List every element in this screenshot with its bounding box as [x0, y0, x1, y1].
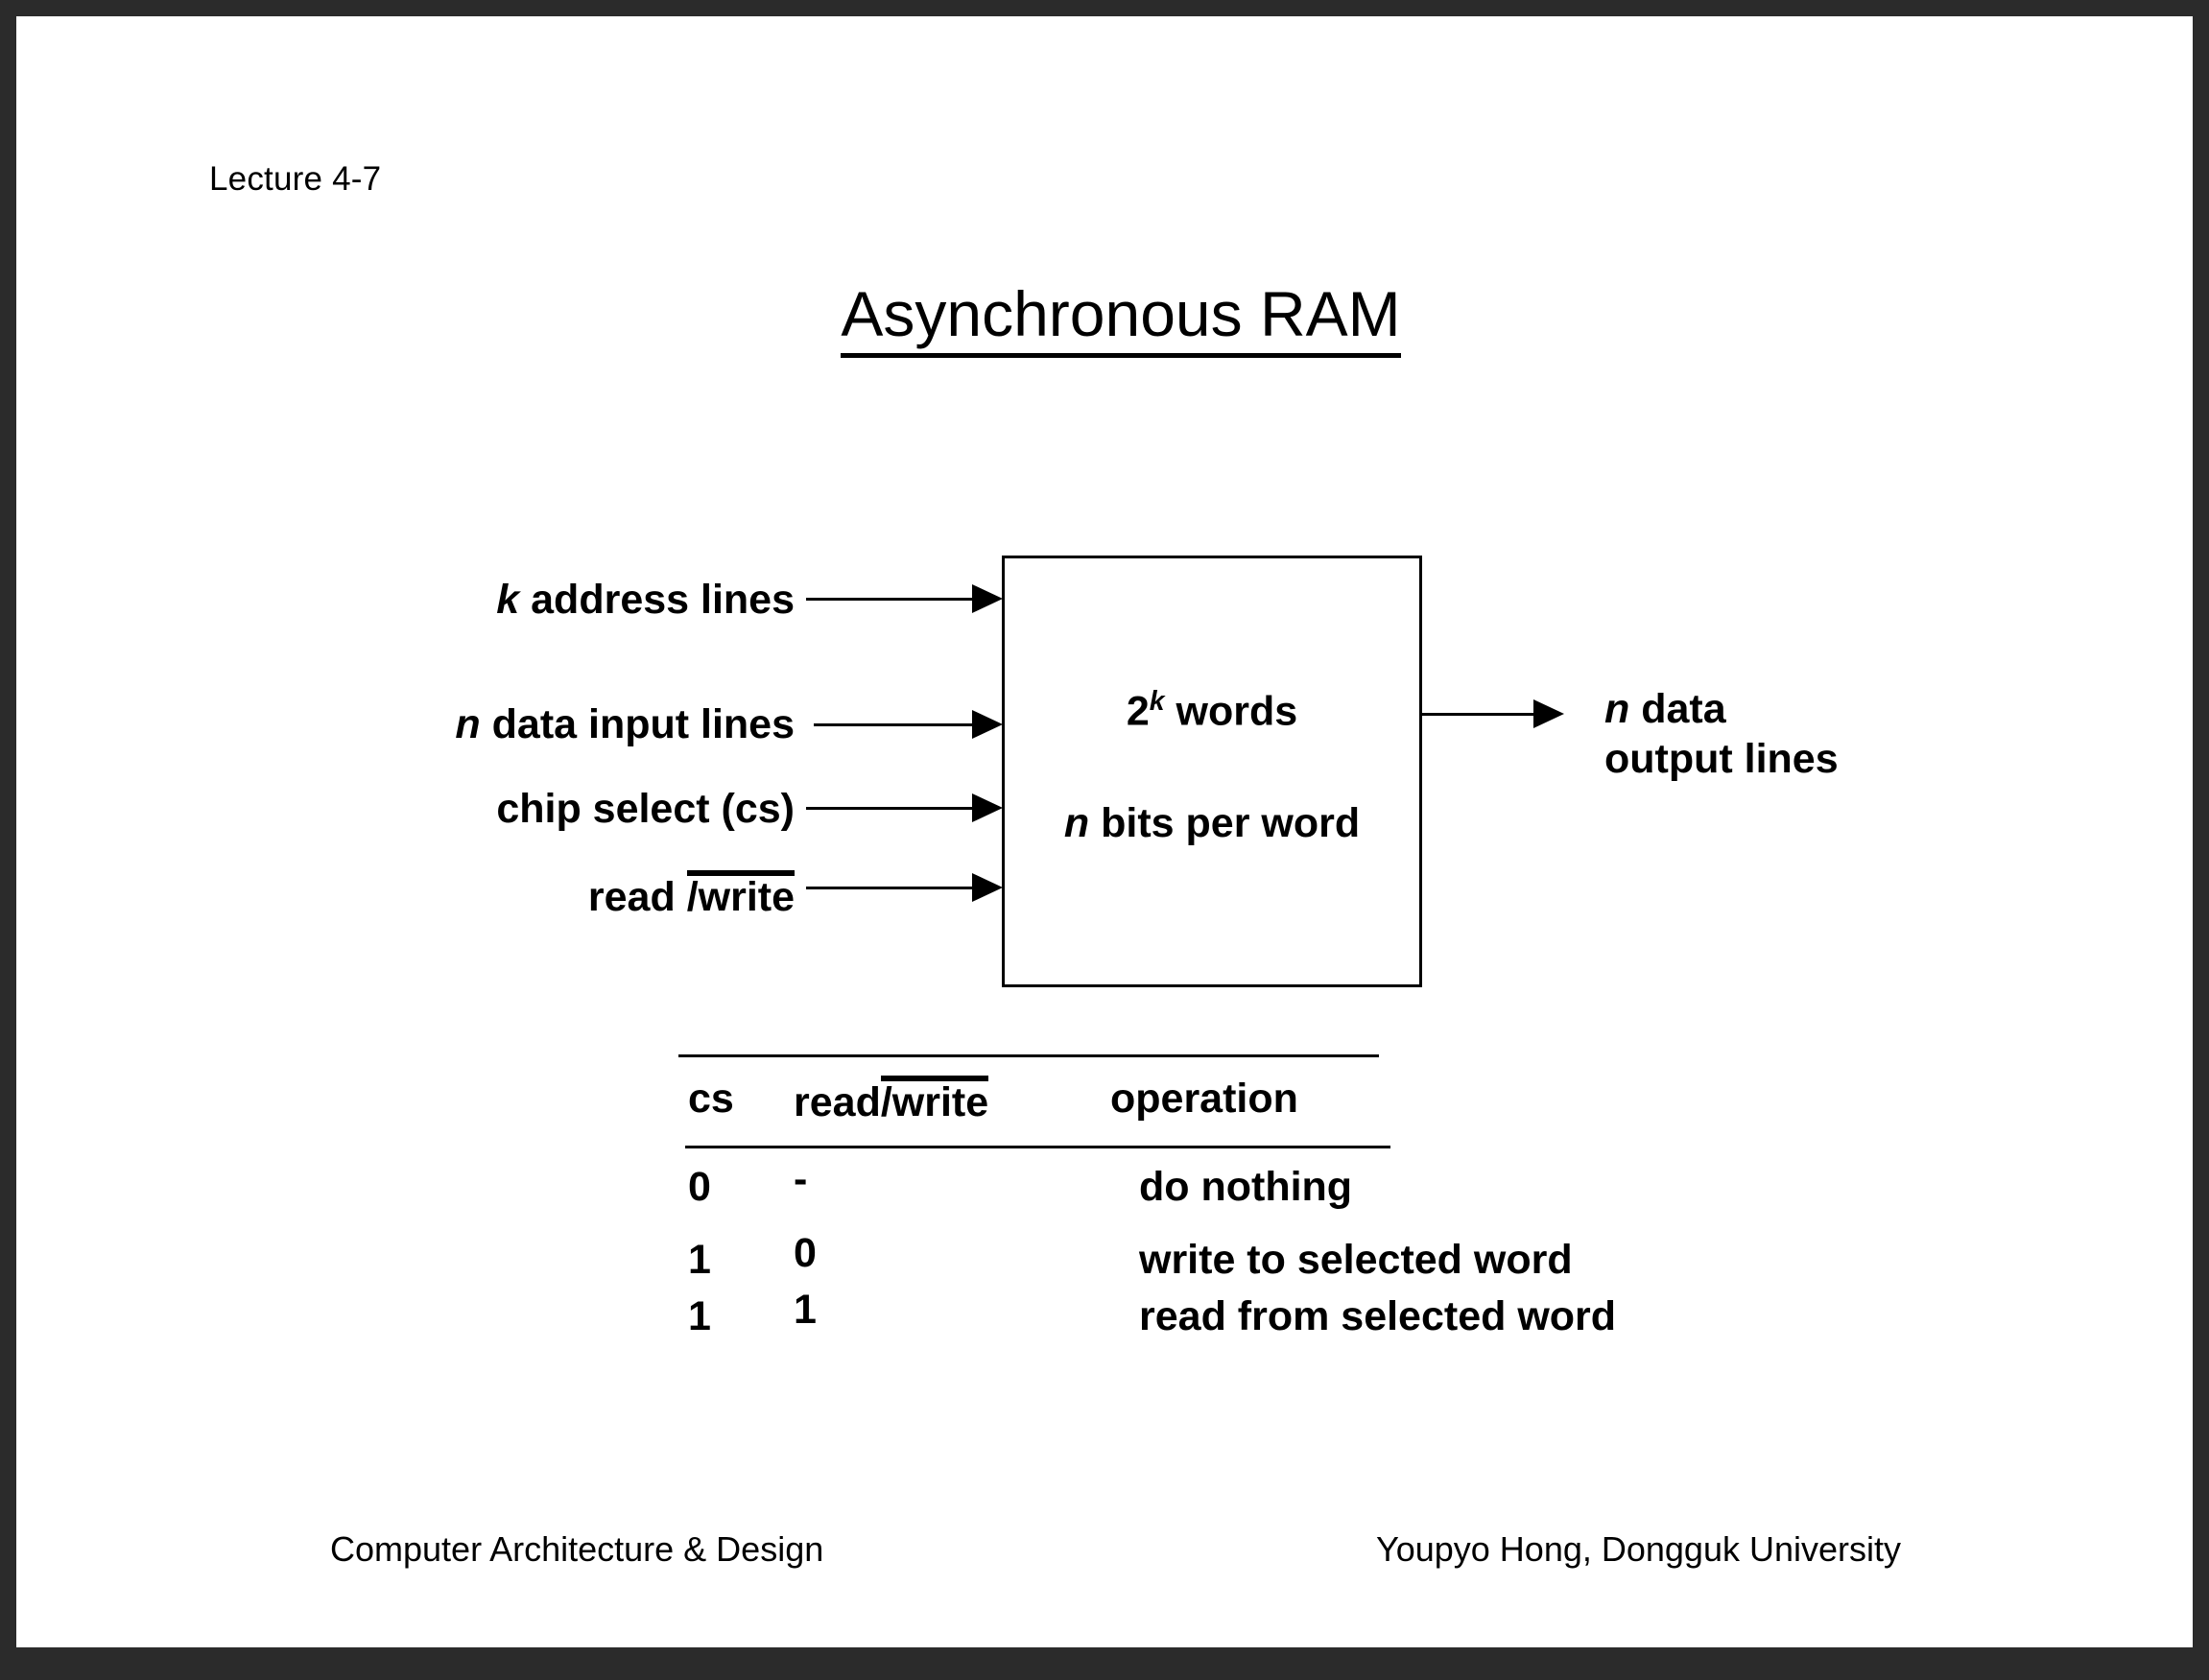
output-label-data-output-lines: n data output lines — [1604, 684, 1839, 785]
data-input-lines-text: data input lines — [480, 701, 795, 747]
ram-bits-per-word: n bits per word — [1002, 800, 1422, 847]
input-label-data-input-lines: n data input lines — [315, 702, 795, 746]
arrow-head-data-out — [1533, 699, 1564, 728]
words-text: words — [1164, 688, 1298, 735]
ram-block — [1002, 556, 1422, 987]
data-output-symbol: n — [1604, 686, 1630, 732]
arrow-line-data-out — [1422, 713, 1535, 716]
table-header-cs: cs — [688, 1076, 734, 1122]
page-title-text: Asynchronous RAM — [841, 280, 1401, 359]
lecture-tag: Lecture 4-7 — [209, 160, 382, 198]
address-lines-text: address lines — [519, 577, 795, 623]
table-header-read-text: read — [794, 1079, 881, 1125]
output-label-line1: n data — [1604, 684, 1839, 734]
bits-text: bits per word — [1089, 800, 1361, 846]
input-label-address-lines: k address lines — [411, 578, 795, 622]
table-row-0-read-write: - — [794, 1156, 808, 1202]
table-row-1-read-write: 0 — [794, 1230, 817, 1276]
ram-capacity-words: 2k words — [1002, 686, 1422, 735]
table-row-2-operation: read from selected word — [1139, 1293, 1617, 1339]
table-rule-middle — [685, 1146, 1390, 1148]
arrow-line-chip-select — [806, 807, 974, 810]
arrow-line-data-in — [814, 723, 974, 726]
arrow-head-chip-select — [972, 793, 1003, 822]
table-header-read-write: read/write — [794, 1076, 989, 1126]
table-row-1-cs: 1 — [688, 1237, 711, 1283]
table-header-write-bar: /write — [880, 1076, 989, 1124]
table-row-1-operation: write to selected word — [1139, 1237, 1573, 1283]
arrow-line-read-write — [806, 887, 974, 889]
table-header-operation: operation — [1110, 1076, 1298, 1122]
table-row-0-operation: do nothing — [1139, 1164, 1353, 1210]
output-label-line2: output lines — [1604, 736, 1839, 783]
footer-author: Youpyo Hong, Dongguk University — [1376, 1529, 1901, 1569]
arrow-head-address — [972, 584, 1003, 613]
table-row-2-read-write: 1 — [794, 1287, 817, 1333]
arrow-line-address — [806, 598, 974, 601]
chip-select-text: chip select (cs) — [496, 786, 795, 832]
data-input-lines-symbol: n — [455, 701, 481, 747]
address-lines-symbol: k — [496, 577, 520, 623]
table-rule-top — [678, 1054, 1379, 1057]
footer-course-name: Computer Architecture & Design — [330, 1529, 824, 1569]
ram-block-diagram: k address lines n data input lines chip … — [16, 16, 2209, 1680]
data-output-text: data — [1629, 686, 1726, 732]
arrow-head-read-write — [972, 873, 1003, 902]
read-write-bar-text: /write — [686, 870, 795, 918]
input-label-read-write: read /write — [315, 870, 795, 919]
table-row-0-cs: 0 — [688, 1164, 711, 1210]
words-exponent: k — [1149, 686, 1165, 717]
table-row-2-cs: 1 — [688, 1293, 711, 1339]
page-title: Asynchronous RAM — [16, 277, 2209, 359]
bits-symbol: n — [1063, 800, 1090, 846]
slide-canvas: Lecture 4-7 Asynchronous RAM k address l… — [16, 16, 2193, 1647]
input-label-chip-select: chip select (cs) — [315, 787, 795, 831]
arrow-head-data-in — [972, 710, 1003, 739]
words-base: 2 — [1126, 688, 1150, 735]
read-write-prefix: read — [587, 874, 687, 920]
